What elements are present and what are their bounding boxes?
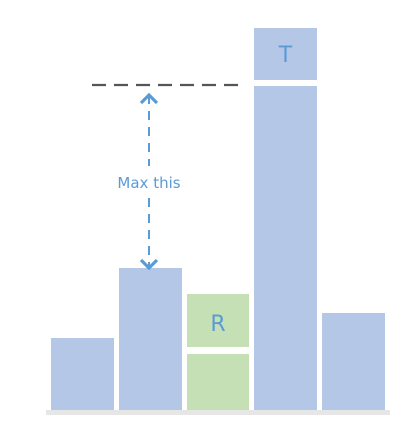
bar-5: [322, 313, 385, 410]
top-block-t: [254, 28, 317, 80]
bar-1: [51, 338, 114, 410]
green-block-r-label: R: [210, 312, 225, 337]
arrow-label: Max this: [117, 174, 180, 192]
green-block-bottom: [187, 354, 249, 410]
bar-2: [119, 268, 182, 410]
green-block-r: [187, 294, 249, 347]
floor-shadow: [46, 410, 390, 415]
bar-tall: [254, 86, 317, 410]
top-block-t-label: T: [278, 43, 293, 68]
